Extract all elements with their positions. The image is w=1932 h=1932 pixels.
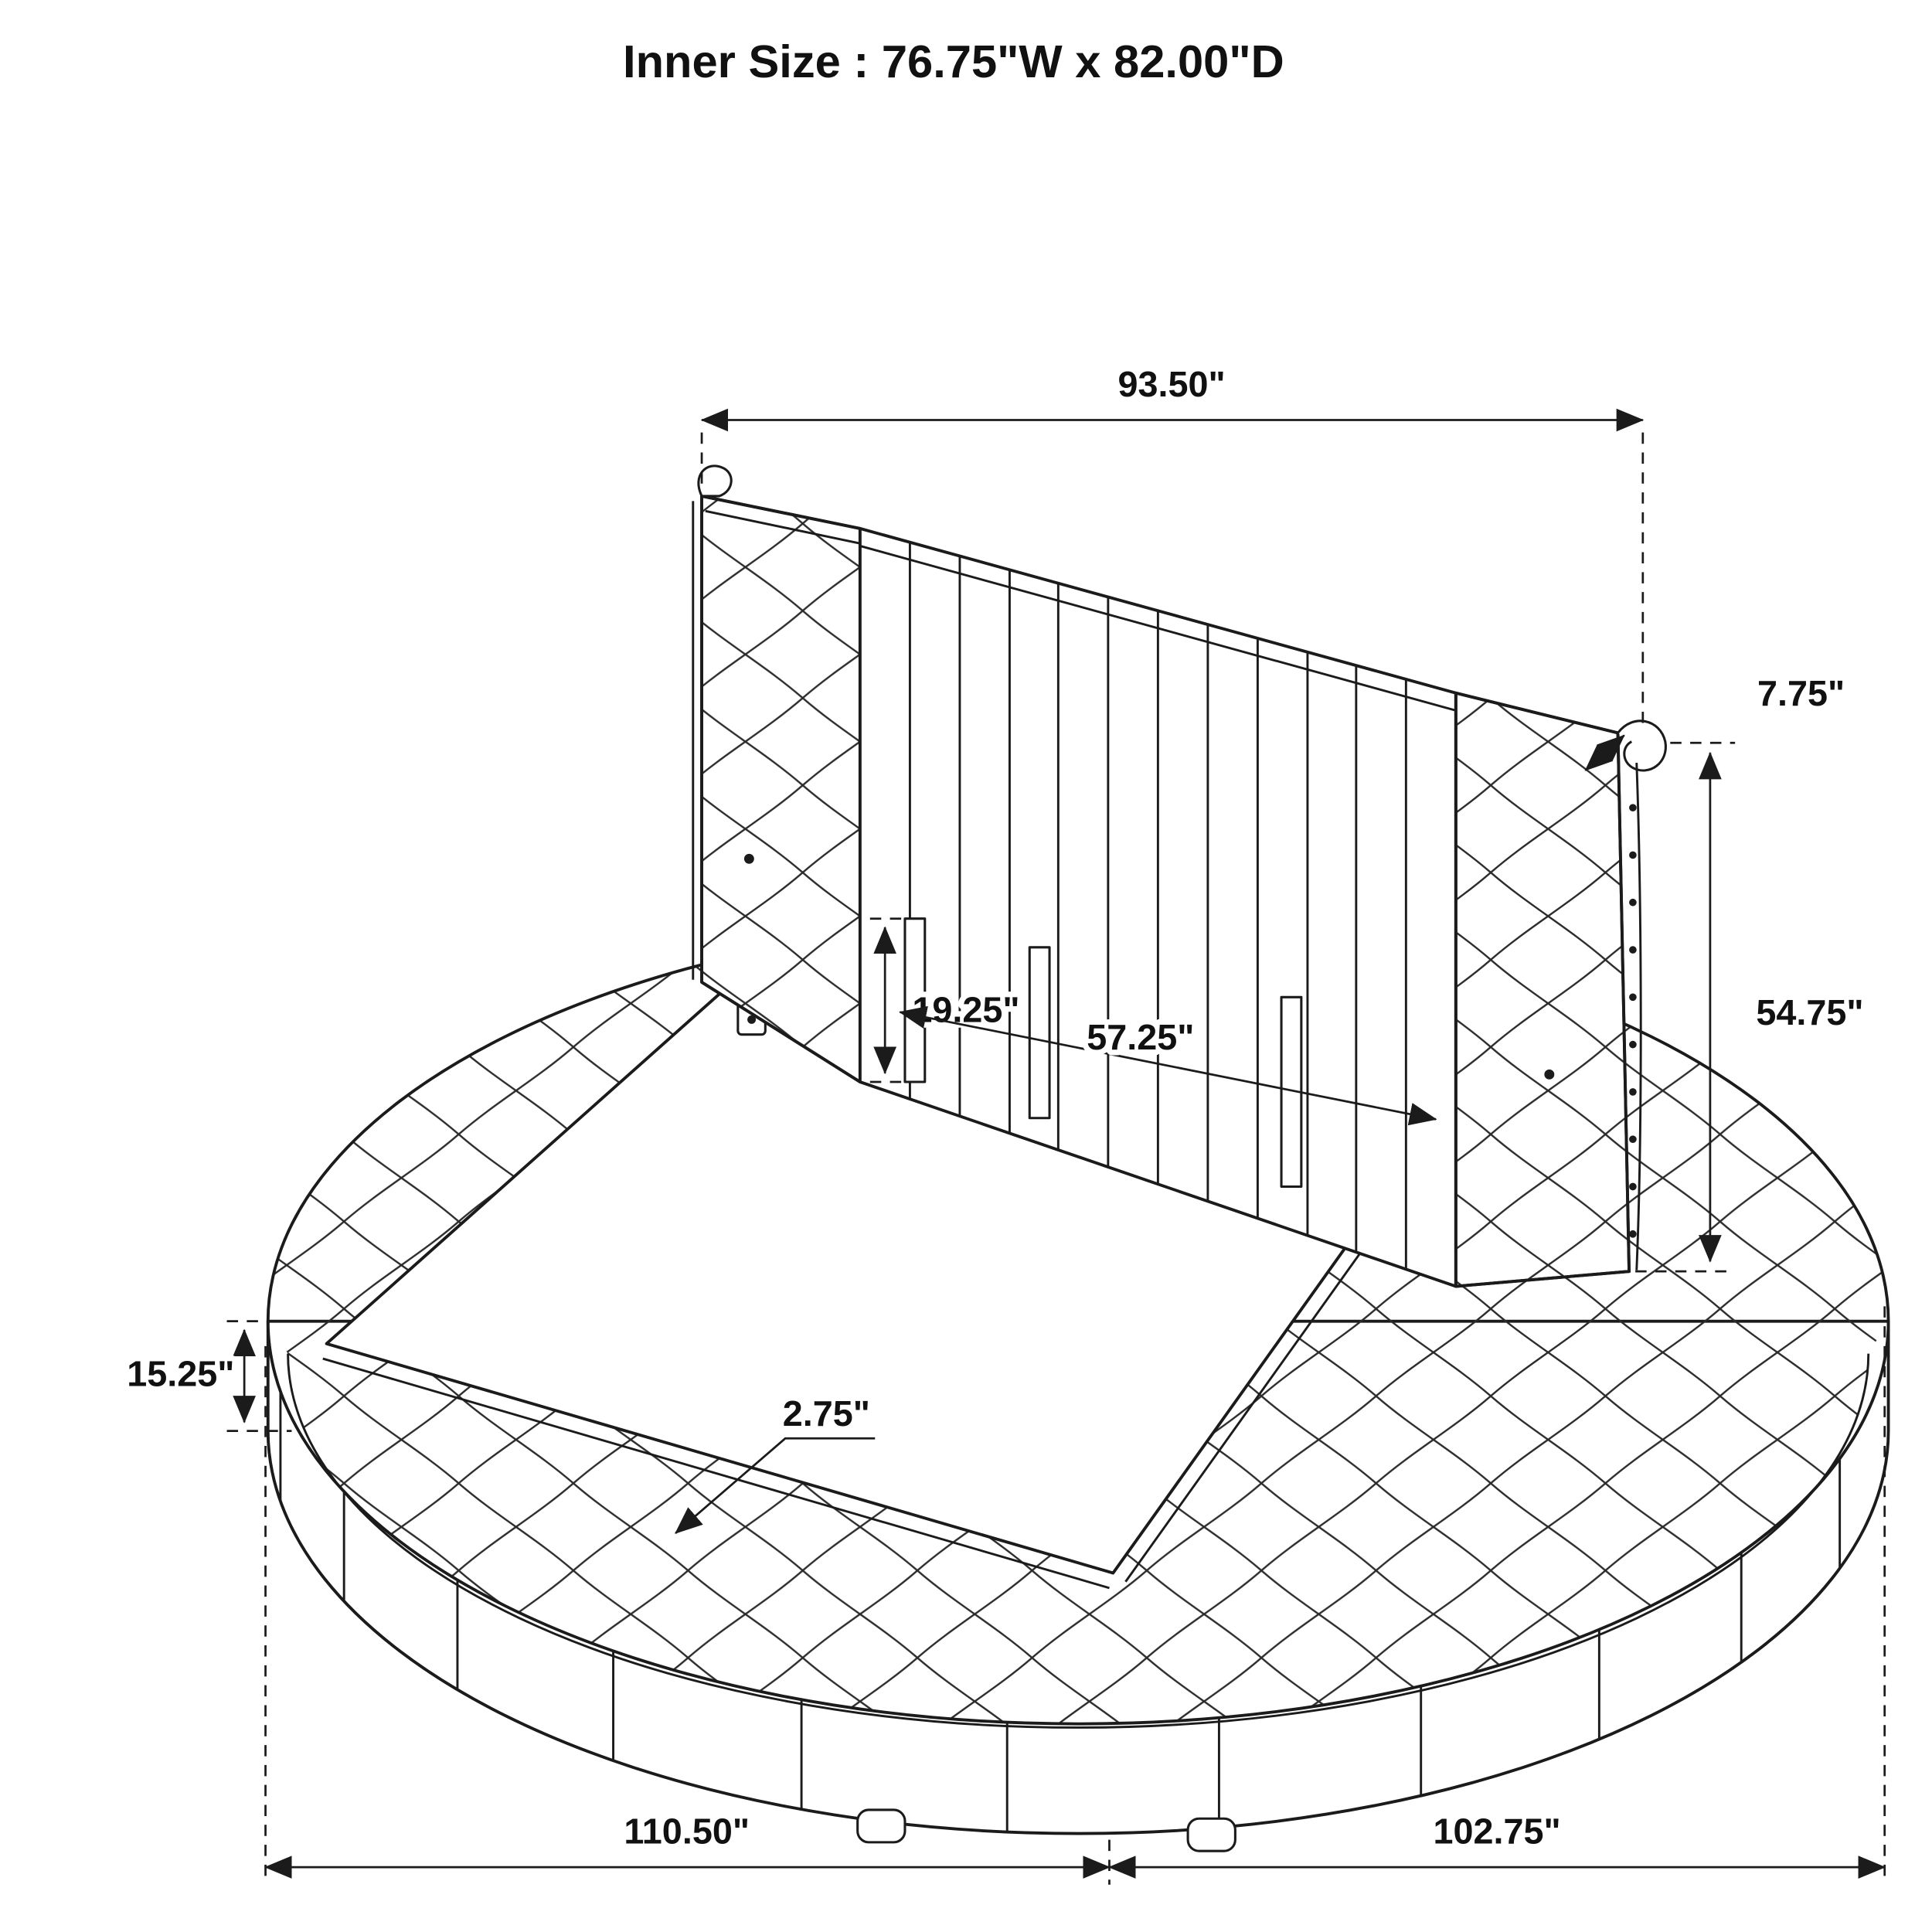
- dim-label-15-25: 15.25": [127, 1354, 234, 1394]
- dim-label-57-25: 57.25": [1087, 1017, 1194, 1057]
- dim-label-19-25: 19.25": [912, 990, 1019, 1030]
- dim-overall: 110.50" 102.75": [264, 1306, 1886, 1885]
- bed-drawing: [266, 464, 1890, 1852]
- wall-seams: [279, 1391, 1842, 1832]
- dim-label-2-75: 2.75": [783, 1393, 870, 1434]
- dim-headboard-thickness: 7.75": [1584, 668, 1851, 771]
- dim-base-height: 15.25": [121, 1320, 292, 1432]
- dim-label-7-75: 7.75": [1757, 673, 1845, 713]
- headboard-left-wing: [692, 464, 862, 1083]
- dim-label-93-50: 93.50": [1118, 364, 1226, 404]
- dim-headboard-width: 93.50": [700, 359, 1645, 723]
- diagram-title: Inner Size : 76.75"W x 82.00"D: [623, 36, 1284, 87]
- bed-foot-right: [1186, 1817, 1236, 1852]
- dim-inner-clearance-width: 57.25": [899, 1005, 1437, 1126]
- dim-label-54-75: 54.75": [1756, 992, 1863, 1032]
- tuft-button: [743, 853, 754, 864]
- headboard-right-wing: [1454, 691, 1667, 1288]
- bed-foot-left: [856, 1808, 906, 1844]
- tuft-button: [1544, 1069, 1555, 1080]
- dim-label-102-75: 102.75": [1433, 1811, 1560, 1851]
- channel-seams: [908, 542, 1407, 1269]
- rim-inner-line: [287, 1353, 1870, 1729]
- dim-headboard-height: 54.75": [1635, 741, 1869, 1273]
- dimensions: 93.50" 7.75" 54.75" 19.25" 57.25" 15.25": [121, 359, 1886, 1885]
- dim-label-110-50: 110.50": [624, 1811, 750, 1851]
- left-scroll-top: [697, 464, 733, 498]
- dim-deck-lip: 2.75": [675, 1388, 876, 1534]
- right-scroll-top: [1617, 719, 1667, 772]
